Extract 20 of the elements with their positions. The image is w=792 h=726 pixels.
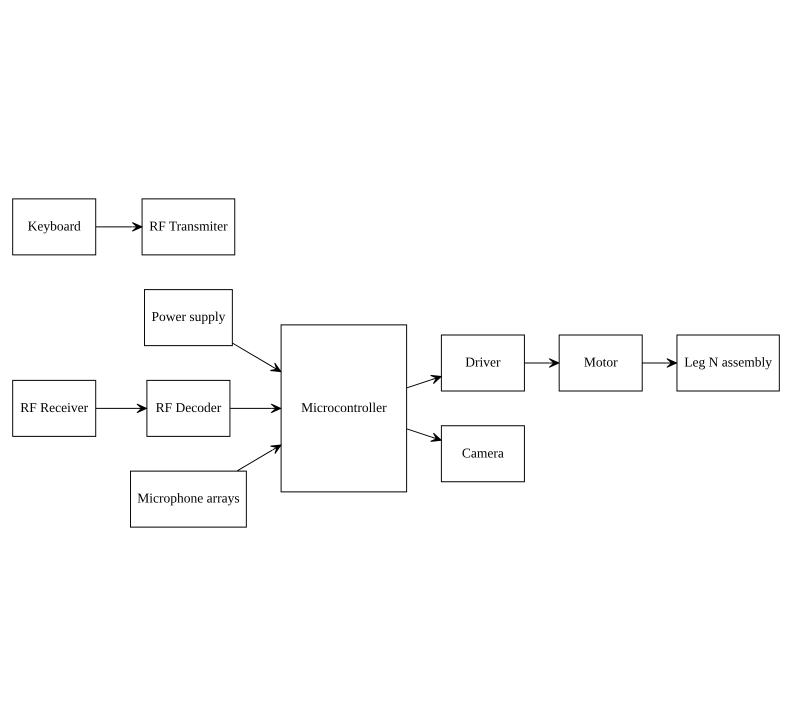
arrow: [642, 358, 677, 368]
node-box: Driver: [440, 334, 525, 392]
arrow: [95, 222, 142, 232]
node-box: Keyboard: [12, 198, 96, 256]
node-box: RF Receiver: [12, 380, 96, 437]
arrow: [406, 374, 442, 388]
node-box: RF Transmiter: [142, 198, 236, 256]
node-box: Microphone arrays: [130, 470, 247, 528]
arrow: [524, 358, 560, 368]
arrow: [406, 428, 442, 442]
node-box: Power supply: [144, 289, 233, 346]
node-box: RF Decoder: [146, 380, 230, 437]
node-box: Microcontroller: [280, 324, 408, 492]
arrow: [230, 404, 282, 414]
node-box: Leg N assembly: [676, 334, 780, 392]
node-box: Motor: [558, 334, 643, 392]
arrow: [95, 404, 148, 414]
arrow: [232, 342, 282, 372]
arrow: [236, 444, 282, 472]
node-box: Camera: [440, 425, 525, 482]
